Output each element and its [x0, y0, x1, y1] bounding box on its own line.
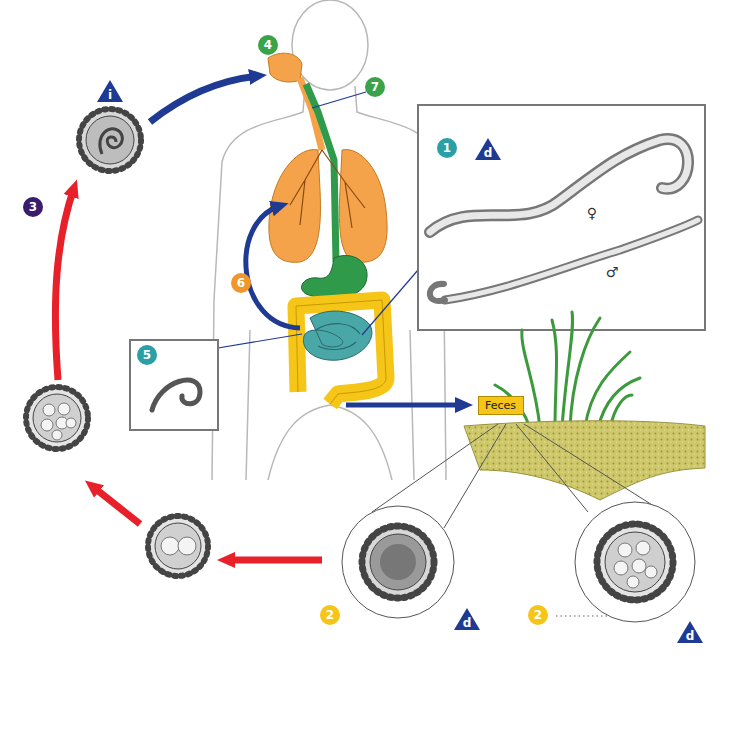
leader-line [206, 334, 302, 350]
callout-number: 3 [29, 201, 37, 213]
larva [152, 380, 200, 410]
callout-number: 4 [264, 39, 272, 51]
excretion-arrow [346, 403, 464, 408]
leader-line [312, 92, 366, 108]
callout-number: 5 [143, 349, 151, 361]
large-intestine-edge [296, 300, 386, 404]
bronchi [290, 150, 365, 228]
callout-number: 1 [443, 142, 451, 154]
small-intestine [303, 311, 372, 360]
node-text: Feces [485, 399, 517, 412]
ingestion-arrow [150, 76, 258, 122]
stage-marker: i [108, 89, 112, 101]
intestine-coils [316, 324, 360, 350]
adult-worms [430, 139, 698, 301]
eggs [26, 109, 673, 600]
sex-symbol: ♂ [606, 265, 619, 279]
larva-inset [130, 340, 218, 430]
callout-number: 2 [326, 609, 334, 621]
callout-number: 6 [237, 277, 245, 289]
feces-box: Feces [478, 396, 524, 415]
stage-marker: d [484, 147, 493, 159]
callout-markers [23, 35, 703, 643]
soil [464, 421, 705, 500]
leader-line [362, 270, 418, 335]
development-arrows [55, 188, 322, 560]
sex-symbol: ♀ [587, 206, 597, 220]
migration-arrow [246, 206, 300, 328]
stomach [302, 255, 368, 298]
callout-number: 2 [534, 609, 542, 621]
adult-worm-inset [418, 105, 705, 330]
nasal-cavity [268, 53, 302, 82]
large-intestine [296, 300, 386, 404]
egg-inset [575, 502, 695, 622]
stage-marker: d [686, 630, 695, 642]
body-outline [212, 0, 446, 480]
egg-inset [342, 506, 454, 618]
callout-number: 7 [371, 81, 379, 93]
stage-marker: d [463, 617, 472, 629]
